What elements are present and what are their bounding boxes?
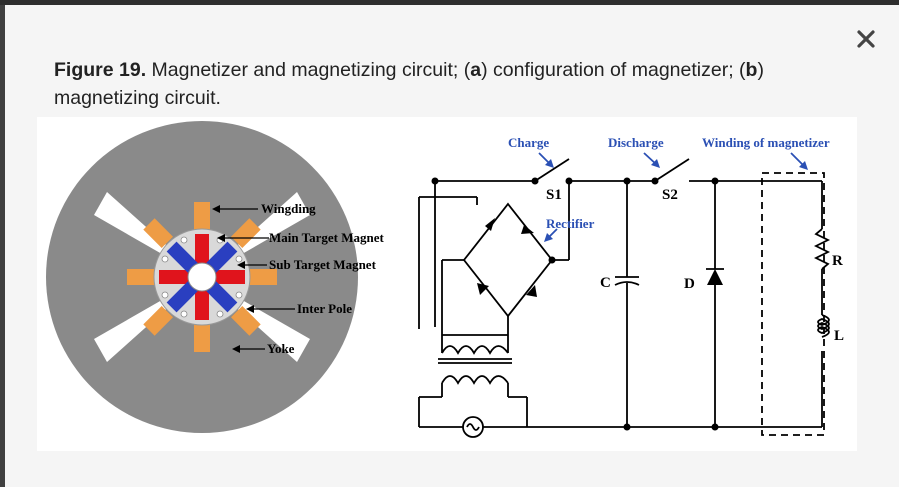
label-rectifier: Rectifier xyxy=(546,216,595,231)
junction-dots xyxy=(431,177,719,431)
label-d: D xyxy=(684,276,695,292)
caption-part-a: a xyxy=(470,59,482,81)
rotor-shaft xyxy=(187,262,217,292)
label-discharge: Discharge xyxy=(608,135,664,150)
figure-caption: Figure 19. Magnetizer and magnetizing ci… xyxy=(54,56,814,112)
page-top-strip xyxy=(0,0,899,5)
label-yoke: Yoke xyxy=(267,341,295,356)
winding-bottom xyxy=(194,322,210,352)
caption-part-b: b xyxy=(745,59,758,81)
label-r: R xyxy=(832,253,843,269)
caption-text-1: Magnetizer and magnetizing circuit; ( xyxy=(146,59,471,81)
caption-text-3: ) magnetizing circuit. xyxy=(54,59,764,109)
magnetizer-diagram: Wingding Main Target Magnet Sub Target M… xyxy=(46,121,384,433)
close-icon xyxy=(857,30,875,48)
caption-text-2: ) configuration of magnetizer; ( xyxy=(481,59,746,81)
winding-right xyxy=(247,269,277,285)
winding-top xyxy=(194,202,210,232)
rectifier-diodes xyxy=(477,218,723,297)
label-l: L xyxy=(834,328,844,344)
winding-left xyxy=(127,269,157,285)
main-magnet-bottom xyxy=(195,290,209,320)
main-magnet-left xyxy=(159,270,189,284)
label-main-target-magnet: Main Target Magnet xyxy=(269,230,384,245)
main-magnet-right xyxy=(215,270,245,284)
figure-number: Figure 19. xyxy=(54,59,147,81)
label-c: C xyxy=(600,275,611,291)
figure-image[interactable]: Wingding Main Target Magnet Sub Target M… xyxy=(37,117,857,451)
close-button[interactable] xyxy=(851,24,881,54)
main-magnet-top xyxy=(195,234,209,264)
label-wingding: Wingding xyxy=(261,201,316,216)
label-inter-pole: Inter Pole xyxy=(297,301,352,316)
label-sub-target-magnet: Sub Target Magnet xyxy=(269,257,377,272)
label-charge: Charge xyxy=(508,135,549,150)
label-s2: S2 xyxy=(662,187,678,203)
label-s1: S1 xyxy=(546,187,562,203)
magnetizing-circuit xyxy=(418,158,831,438)
label-winding-of-magnetizer: Winding of magnetizer xyxy=(702,135,830,150)
